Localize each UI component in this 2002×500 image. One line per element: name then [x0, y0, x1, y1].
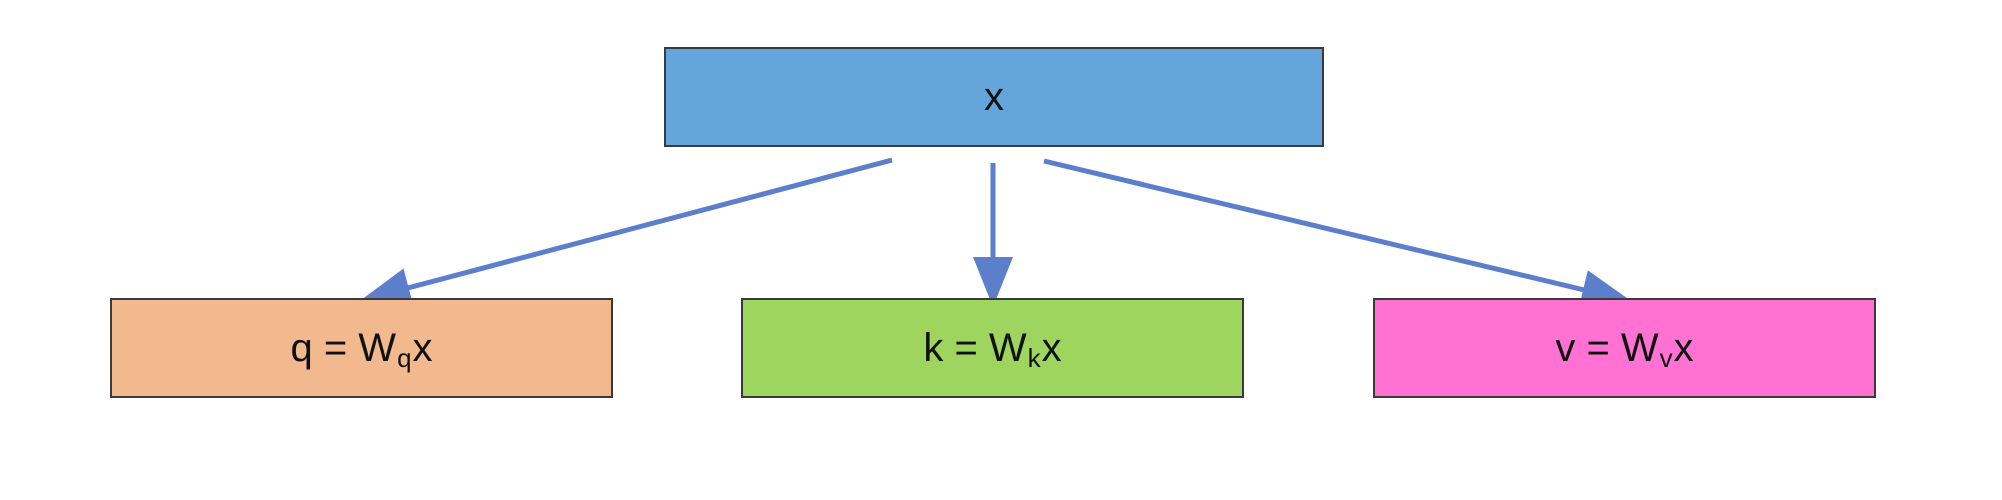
value-label-suffix: x: [1673, 325, 1694, 370]
query-label-suffix: x: [412, 325, 433, 370]
query-label-subscript: q: [397, 342, 412, 373]
arrow-x-to-v: [1043, 158, 1632, 310]
query-label-prefix: q = W: [290, 325, 397, 370]
input-x-label: x: [984, 74, 1004, 119]
arrow-x-to-q: [360, 157, 893, 308]
value-label-subscript: v: [1659, 342, 1673, 373]
key-label-prefix: k = W: [923, 325, 1027, 370]
key-label-subscript: k: [1027, 342, 1041, 373]
key-label-suffix: x: [1041, 325, 1062, 370]
input-x-box: x: [664, 47, 1324, 147]
value-label-prefix: v = W: [1555, 325, 1659, 370]
